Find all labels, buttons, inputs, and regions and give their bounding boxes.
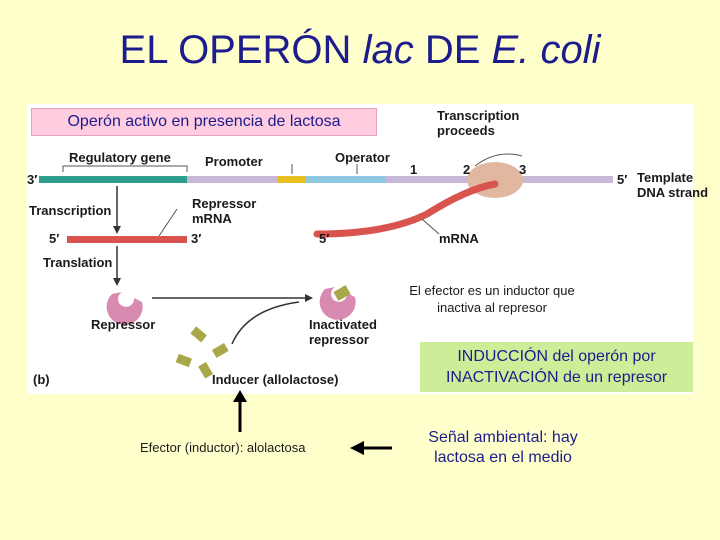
end-5-right-label: 5′ bbox=[617, 172, 628, 187]
up-arrow-head bbox=[233, 390, 247, 402]
dna-gap-segment bbox=[187, 176, 277, 183]
repressor-label: Repressor bbox=[91, 317, 156, 332]
panel-label: (b) bbox=[33, 372, 50, 387]
repressor-mrna-3-end: 3′ bbox=[191, 231, 202, 246]
operator-segment bbox=[305, 176, 385, 183]
inactivation-arrow-head bbox=[305, 294, 313, 302]
transcription-arrow bbox=[474, 153, 523, 167]
transcription-label: Transcription bbox=[29, 203, 112, 218]
inducer-molecule bbox=[198, 361, 213, 379]
translation-arrow-head bbox=[113, 278, 121, 286]
inducer-molecule bbox=[211, 343, 229, 358]
translation-label: Translation bbox=[43, 255, 113, 270]
operator-label: Operator bbox=[335, 150, 390, 165]
mrna-5-end: 5′ bbox=[319, 231, 330, 246]
gene-1-label: 1 bbox=[410, 162, 418, 177]
left-arrow-head bbox=[350, 441, 364, 455]
mrna-pointer bbox=[421, 218, 440, 235]
gene-3-label: 3 bbox=[519, 162, 527, 177]
end-3-left-label: 3′ bbox=[27, 172, 38, 187]
dna-regulatory-segment bbox=[39, 176, 187, 183]
inducer-molecule bbox=[175, 353, 192, 368]
repressor-shape bbox=[106, 292, 143, 325]
bound-inducer bbox=[333, 285, 351, 301]
repressor-mrna-bar bbox=[67, 236, 187, 243]
effector-caption: Efector (inductor): alolactosa bbox=[140, 440, 306, 455]
inducer-label: Inducer (allolactose) bbox=[212, 372, 339, 387]
gene-2-label: 2 bbox=[463, 162, 471, 177]
page-title: EL OPERÓN lac DE E. coli bbox=[119, 28, 601, 72]
promoter-segment bbox=[277, 176, 305, 183]
regulatory-gene-label: Regulatory gene bbox=[69, 150, 171, 165]
repressor-mrna-5-end: 5′ bbox=[49, 231, 60, 246]
repressor-mrna-pointer bbox=[158, 208, 178, 237]
transcription-arrow-head bbox=[113, 226, 121, 234]
operon-diagram bbox=[39, 153, 613, 379]
inactivated-repressor-shape bbox=[319, 287, 356, 320]
inducer-binding-arrow bbox=[231, 301, 300, 345]
mrna-label: mRNA bbox=[439, 231, 479, 246]
inducer-molecule bbox=[190, 326, 207, 343]
regulatory-bracket bbox=[62, 165, 188, 172]
mrna-strand bbox=[313, 180, 499, 238]
active-operon-box: Operón activo en presencia de lactosa bbox=[31, 108, 377, 136]
promoter-label: Promoter bbox=[205, 154, 263, 169]
